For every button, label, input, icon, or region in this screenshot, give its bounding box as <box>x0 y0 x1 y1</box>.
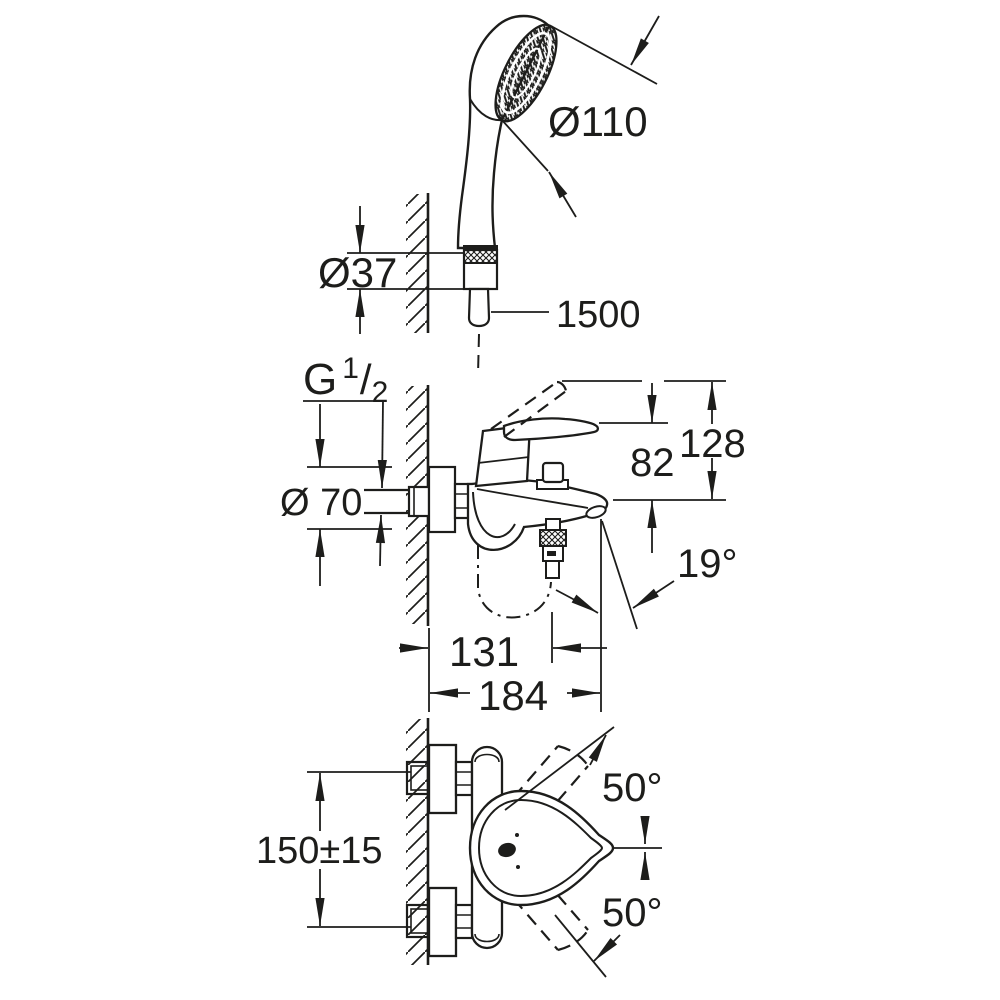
d110-label: Ø110 <box>548 98 648 145</box>
thread-arrow-down <box>377 400 387 489</box>
hose-path-dashed <box>477 545 552 619</box>
lever-dot-bottom <box>516 865 520 869</box>
lever-swivel-down-dashed <box>499 862 589 952</box>
lever-plan-outer <box>468 789 615 907</box>
outlet-neck <box>545 518 561 531</box>
tower-mid-line <box>477 456 530 464</box>
dimension-hose-length: 1500 <box>491 294 641 336</box>
swivel-up-arrow <box>588 734 607 766</box>
spout-inner-line <box>476 488 589 509</box>
union-nut-plan-bottom <box>454 903 474 940</box>
shower-holder <box>347 245 499 376</box>
wall-connection <box>364 465 474 534</box>
d184-label: 184 <box>478 672 548 719</box>
angle50-lower-label: 50° <box>602 891 663 935</box>
lever-plan-inner <box>477 798 604 898</box>
spray-face-ring <box>500 31 552 115</box>
dimension-spout-angle: 19° <box>600 519 738 712</box>
d110-extension-upper <box>550 25 658 85</box>
d110-extension-lower <box>500 118 549 172</box>
lever-swivel-up-dashed <box>499 744 589 834</box>
d110-arrow-lower <box>548 171 577 218</box>
diverter-knob <box>541 461 565 484</box>
body-belly-curve <box>472 491 516 539</box>
swivel-down-arrow <box>593 934 621 962</box>
lever-dot-top <box>515 833 519 837</box>
mixer-plan-view: 50° 50° 150±15 <box>256 718 663 978</box>
concealed-fitting <box>407 485 431 518</box>
dimension-lever-heights: 82 128 <box>562 380 746 553</box>
lever-plan <box>468 789 615 907</box>
wall-hatching-top <box>406 194 428 333</box>
hose-nut-knurled <box>463 245 498 264</box>
d37-label: Ø37 <box>318 249 397 296</box>
escutcheon-plan-top <box>427 743 458 815</box>
d128-label: 128 <box>679 422 746 466</box>
shower-handle-outline <box>456 14 551 250</box>
union-nut-plan-top <box>454 760 474 797</box>
d131-label: 131 <box>449 628 519 675</box>
d82-label: 82 <box>630 441 675 485</box>
outlet-knurled-nut <box>539 529 567 547</box>
thread-arrow-up <box>375 514 386 567</box>
angle19-leader-arrow <box>632 580 675 609</box>
outlet-mark <box>547 551 556 556</box>
dimension-holder-diameter: Ø37 <box>318 206 397 334</box>
dimension-swivel-angles: 50° 50° <box>504 726 663 978</box>
hand-shower-view: Ø37 Ø110 1500 <box>318 14 660 376</box>
union-nut-bottom-facets <box>456 914 472 929</box>
swivel-down-line <box>554 914 607 978</box>
hand-shower <box>456 14 558 250</box>
d70-label: Ø 70 <box>280 482 362 524</box>
d110-arrow-upper <box>630 15 660 66</box>
escutcheon-side <box>427 465 457 534</box>
aerator <box>585 505 607 519</box>
spout-angle-line <box>601 520 638 630</box>
dimension-connection-spacing: 150±15 <box>256 771 411 928</box>
shower-head-joint-line <box>469 98 503 122</box>
lever-logo-mark <box>498 842 516 858</box>
spacing-label: 150±15 <box>256 830 383 872</box>
angle19-label: 19° <box>677 542 738 586</box>
mixer-body-side <box>466 380 609 619</box>
angle50-upper-label: 50° <box>602 766 663 810</box>
lever-side <box>502 417 600 442</box>
dimension-head-diameter: Ø110 <box>500 15 660 218</box>
body-plan-end-lines <box>474 753 500 943</box>
outlet-cylinder <box>545 560 560 579</box>
lever-raised-dashed <box>490 380 568 438</box>
escutcheon-plan-bottom <box>427 886 458 958</box>
dimension-escutcheon-diameter: Ø 70 <box>280 404 392 586</box>
union-nut-top-facets <box>456 771 472 786</box>
hose-swing-leader <box>555 589 599 614</box>
wall-hatching-bottom <box>406 719 428 965</box>
spray-face-inner-ring <box>510 47 542 99</box>
dimension-reach: 131 184 <box>399 612 607 719</box>
hose-dashed <box>477 333 480 376</box>
hose-upper <box>467 287 491 328</box>
hose-length-label: 1500 <box>556 294 641 336</box>
